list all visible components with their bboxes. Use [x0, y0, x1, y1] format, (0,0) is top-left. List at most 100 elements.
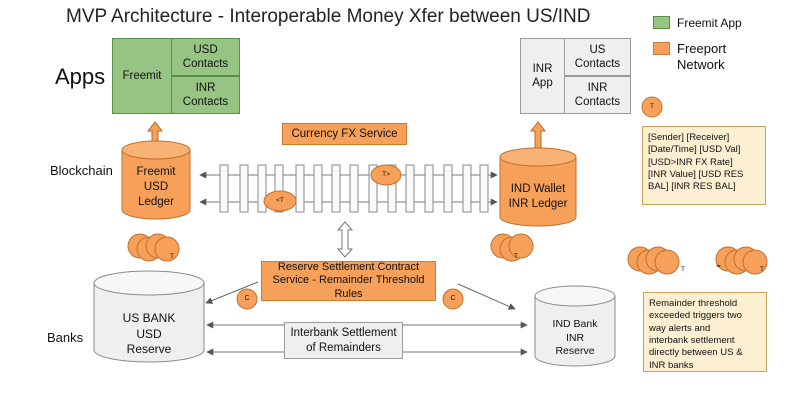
rail-tie: [424, 164, 434, 213]
us-bank-line2: USD: [136, 326, 162, 341]
transfer-token-right-label: T>: [382, 171, 390, 178]
rail-tie: [387, 164, 397, 213]
inr-app-box: INR App: [520, 38, 565, 114]
threshold-line3: way alerts and: [649, 322, 711, 334]
inr-app-inr-contacts: INR Contacts: [564, 76, 631, 114]
coin-stack-right-label: T: [514, 253, 518, 260]
legend-freeport-line2: Network: [677, 56, 725, 72]
legend-freeport-line1: Freeport: [677, 41, 727, 56]
ind-ledger-line2: INR Ledger: [508, 197, 568, 210]
ind-bank-line3: Reserve: [555, 345, 595, 358]
inr-app-inr-line1: INR: [587, 81, 608, 94]
coin-stack-legend-b-label: T: [760, 266, 764, 273]
contract-token-right: [442, 288, 464, 310]
inr-app-line2: App: [532, 77, 553, 89]
freemit-app-box: Freemit: [112, 38, 172, 114]
row-label-banks: Banks: [47, 330, 84, 345]
transfer-token-left: [263, 190, 297, 212]
rail-tie: [219, 164, 229, 213]
rail-tie: [331, 164, 341, 213]
transfer-token-left-label: <T: [276, 197, 284, 204]
ind-bank-cylinder: [534, 285, 616, 367]
rail-tie: [368, 164, 378, 213]
legend-swatch-freeport: [653, 42, 670, 55]
record-line2: [Date/Time] [USD Val]: [648, 144, 741, 156]
rail-tie: [405, 164, 415, 213]
coin: [742, 249, 768, 275]
rail-tie: [313, 164, 323, 213]
inr-app-us-line1: US: [589, 43, 606, 56]
rail-tie: [443, 164, 453, 213]
freemit-inr-line1: INR: [195, 81, 216, 94]
us-bank-label: US BANK USD Reserve: [94, 311, 204, 358]
threshold-line6: INR banks: [649, 359, 694, 371]
threshold-line1: Remainder threshold: [649, 298, 738, 309]
coin-stack-left-label: T: [170, 253, 174, 260]
threshold-line2: exceeded triggers two: [649, 310, 742, 322]
inr-app-us-contacts: US Contacts: [564, 38, 631, 76]
contract-token-left-label: C: [244, 295, 250, 302]
coin-minus-sign: -: [716, 257, 721, 274]
freemit-ledger-line2: USD: [143, 180, 169, 193]
contract-token-left: [236, 288, 258, 310]
freemit-inr-contacts: INR Contacts: [171, 76, 240, 114]
reserve-line2: Service - Remainder Threshold: [272, 274, 425, 287]
interbank-line1: Interbank Settlement: [290, 327, 397, 340]
coin-stack-right: [490, 233, 534, 262]
reserve-line3: Rules: [334, 287, 363, 300]
ind-ledger-cylinder: [499, 147, 577, 227]
rail-tie: [479, 164, 489, 213]
legend-label-freemit: Freemit App: [677, 16, 742, 30]
token-legend-label: T: [650, 103, 654, 110]
rail-tie: [295, 164, 305, 213]
legend-swatch-freemit: [653, 16, 670, 29]
freemit-ledger-line3: Ledger: [138, 195, 174, 208]
ind-ledger-line1: IND Wallet: [510, 183, 566, 195]
rail-ties: [219, 164, 489, 213]
coin-stack-legend-a: [627, 246, 680, 275]
freemit-ledger-cylinder: [121, 140, 191, 220]
coin: [654, 249, 680, 275]
inr-app-us-line2: Contacts: [574, 58, 621, 70]
rail-tie: [462, 164, 472, 213]
freemit-usd-line2: Contacts: [182, 58, 229, 70]
ind-bank-label: IND Bank INR Reserve: [535, 318, 615, 359]
record-line5: BAL] [INR RES BAL]: [648, 181, 736, 193]
inr-app-inr-line2: Contacts: [574, 96, 621, 108]
row-label-apps: Apps: [55, 64, 106, 89]
chain-reserve-arrow: [336, 221, 354, 258]
rail-tie: [349, 164, 359, 213]
transaction-record-note: [Sender] [Receiver] [Date/Time] [USD Val…: [642, 126, 766, 205]
freemit-usd-line1: USD: [193, 43, 218, 56]
ind-ledger-label: IND Wallet INR Ledger: [500, 182, 576, 212]
threshold-note: Remainder threshold exceeded triggers tw…: [643, 292, 767, 372]
coin-stack-legend-b: [715, 246, 768, 275]
record-line4: [INR Value] [USD RES: [648, 169, 744, 181]
coin: [154, 236, 180, 262]
coin-stacks: [127, 233, 768, 275]
interbank-line2: of Remainders: [306, 341, 381, 354]
reserve-settlement-service: Reserve Settlement Contract Service - Re…: [261, 261, 436, 301]
rail-tie: [239, 164, 249, 213]
currency-fx-service: Currency FX Service: [282, 123, 407, 145]
contract-token-right-label: C: [450, 295, 456, 302]
freemit-app-label: Freemit: [122, 69, 162, 82]
ind-bank-line2: INR: [565, 331, 585, 344]
row-label-blockchain: Blockchain: [50, 163, 113, 178]
us-bank-line3: Reserve: [126, 342, 172, 357]
freemit-ledger-label: Freemit USD Ledger: [122, 165, 190, 210]
coin: [508, 233, 534, 259]
record-line3: [USD>INR FX Rate]: [648, 156, 733, 168]
us-bank-cylinder: [93, 270, 205, 363]
coin-stack-left: [127, 233, 180, 262]
reserve-line1: Reserve Settlement Contract: [277, 261, 420, 274]
freemit-usd-contacts: USD Contacts: [171, 38, 240, 76]
rail-tie: [257, 164, 267, 213]
coin-stack-legend-a-label: T: [681, 266, 685, 273]
interbank-settlement-box: Interbank Settlement of Remainders: [284, 322, 403, 359]
freemit-ledger-line1: Freemit: [136, 166, 176, 178]
record-line1: [Sender] [Receiver]: [648, 132, 730, 143]
legend-label-freeport: Freeport Network: [677, 41, 726, 72]
token-legend: [641, 96, 663, 118]
